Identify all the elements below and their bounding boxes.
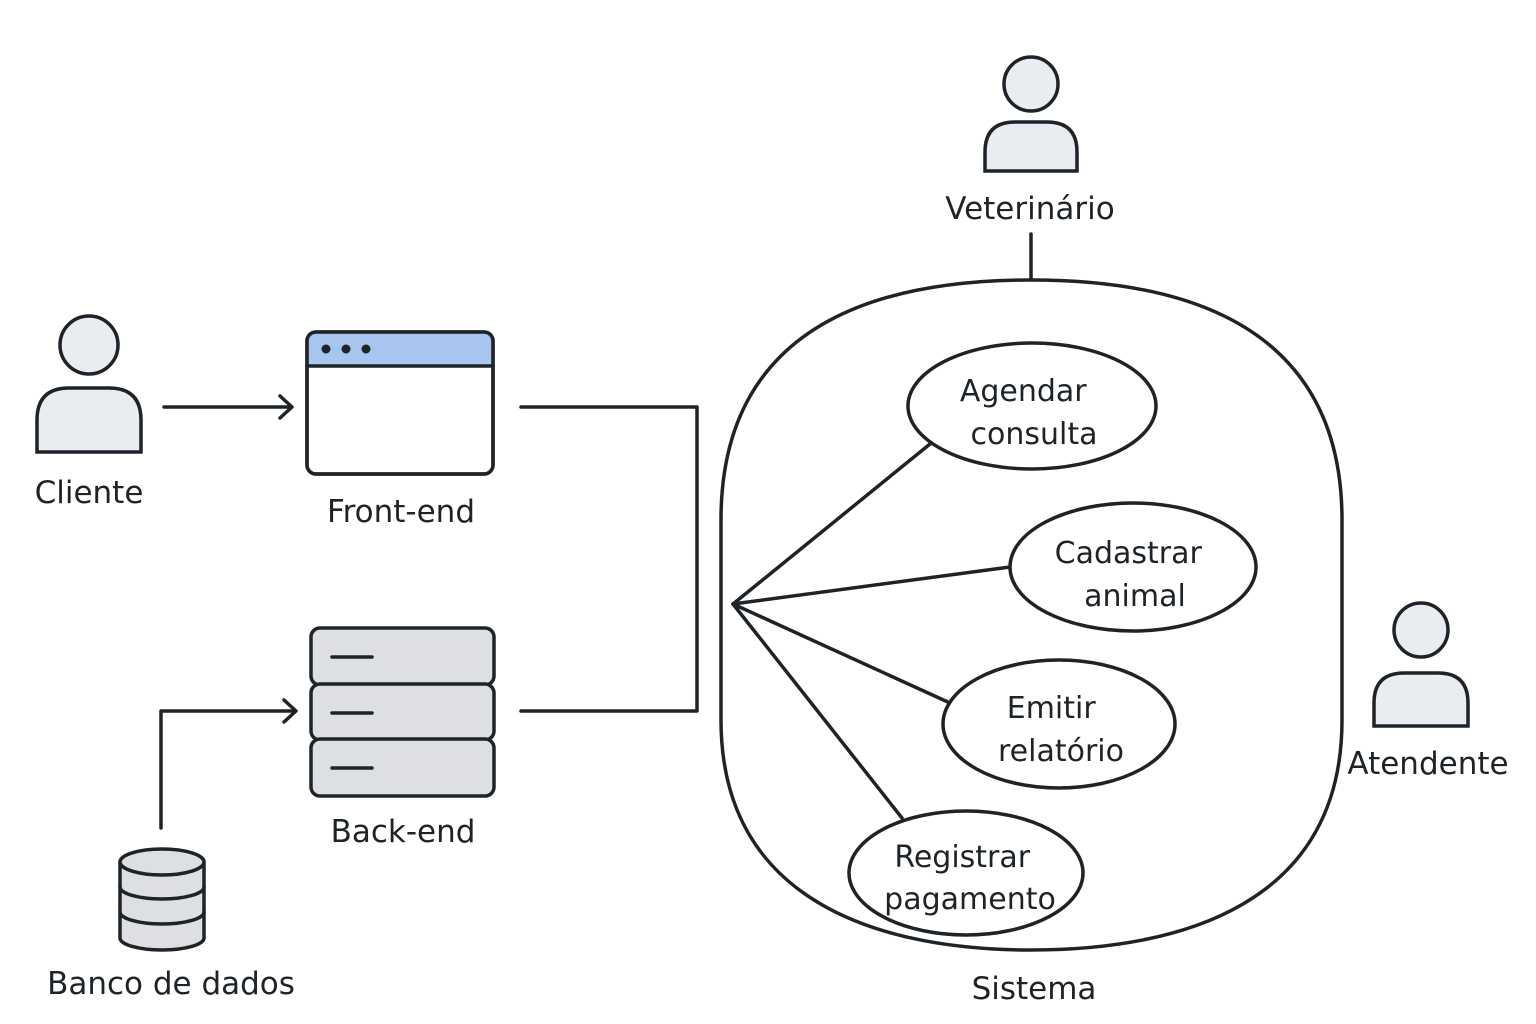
server-stack-icon <box>309 626 496 798</box>
use-case-label-line2: consulta <box>971 417 1098 452</box>
system-boundary: Sistema <box>719 278 1344 1007</box>
svg-text:Emitir relatório: Emitir relatório <box>998 691 1124 769</box>
use-case-associations <box>731 442 1012 820</box>
use-case-emitir-relatorio: Emitir relatório <box>941 658 1177 790</box>
browser-window-icon <box>305 330 495 476</box>
arrow-cliente-frontend <box>162 394 294 420</box>
actor-atendente: Atendente <box>1347 601 1509 782</box>
use-case-cadastrar-animal: Cadastrar animal <box>1008 501 1258 633</box>
frontend-label: Front-end <box>327 494 475 530</box>
actor-label-veterinario: Veterinário <box>945 191 1114 227</box>
use-case-label-line2: relatório <box>998 734 1124 769</box>
database-component: Banco de dados <box>47 847 295 1002</box>
use-case-registrar-pagamento: Registrar pagamento <box>847 809 1085 937</box>
use-case-label-line2: animal <box>1084 579 1186 614</box>
system-label: Sistema <box>972 971 1097 1007</box>
database-cylinder-icon <box>118 847 206 952</box>
actor-cliente: Cliente <box>35 314 144 511</box>
use-case-label-line1: Agendar <box>960 374 1087 409</box>
use-case-label-line2: pagamento <box>884 882 1056 917</box>
use-case-label-line1: Cadastrar <box>1055 536 1203 571</box>
frontend-component: Front-end <box>305 330 495 530</box>
connector-frontend-backend-system <box>519 405 699 713</box>
svg-text:Agendar consulta: Agendar consulta <box>960 374 1098 452</box>
use-case-label-line1: Registrar <box>894 840 1030 875</box>
arrow-database-backend <box>159 698 298 830</box>
backend-label: Back-end <box>331 814 476 850</box>
person-icon <box>983 55 1079 173</box>
actor-label-cliente: Cliente <box>35 475 144 511</box>
actor-label-atendente: Atendente <box>1347 746 1508 782</box>
database-label: Banco de dados <box>47 966 295 1002</box>
svg-text:Registrar pagamento: Registrar pagamento <box>884 840 1056 917</box>
actor-veterinario: Veterinário <box>945 55 1115 280</box>
use-case-label-line1: Emitir <box>1007 691 1097 726</box>
use-case-agendar-consulta: Agendar consulta <box>906 341 1158 471</box>
backend-component: Back-end <box>309 626 496 850</box>
person-icon <box>35 314 143 454</box>
person-icon <box>1372 601 1470 728</box>
svg-text:Cadastrar animal: Cadastrar animal <box>1055 536 1212 614</box>
